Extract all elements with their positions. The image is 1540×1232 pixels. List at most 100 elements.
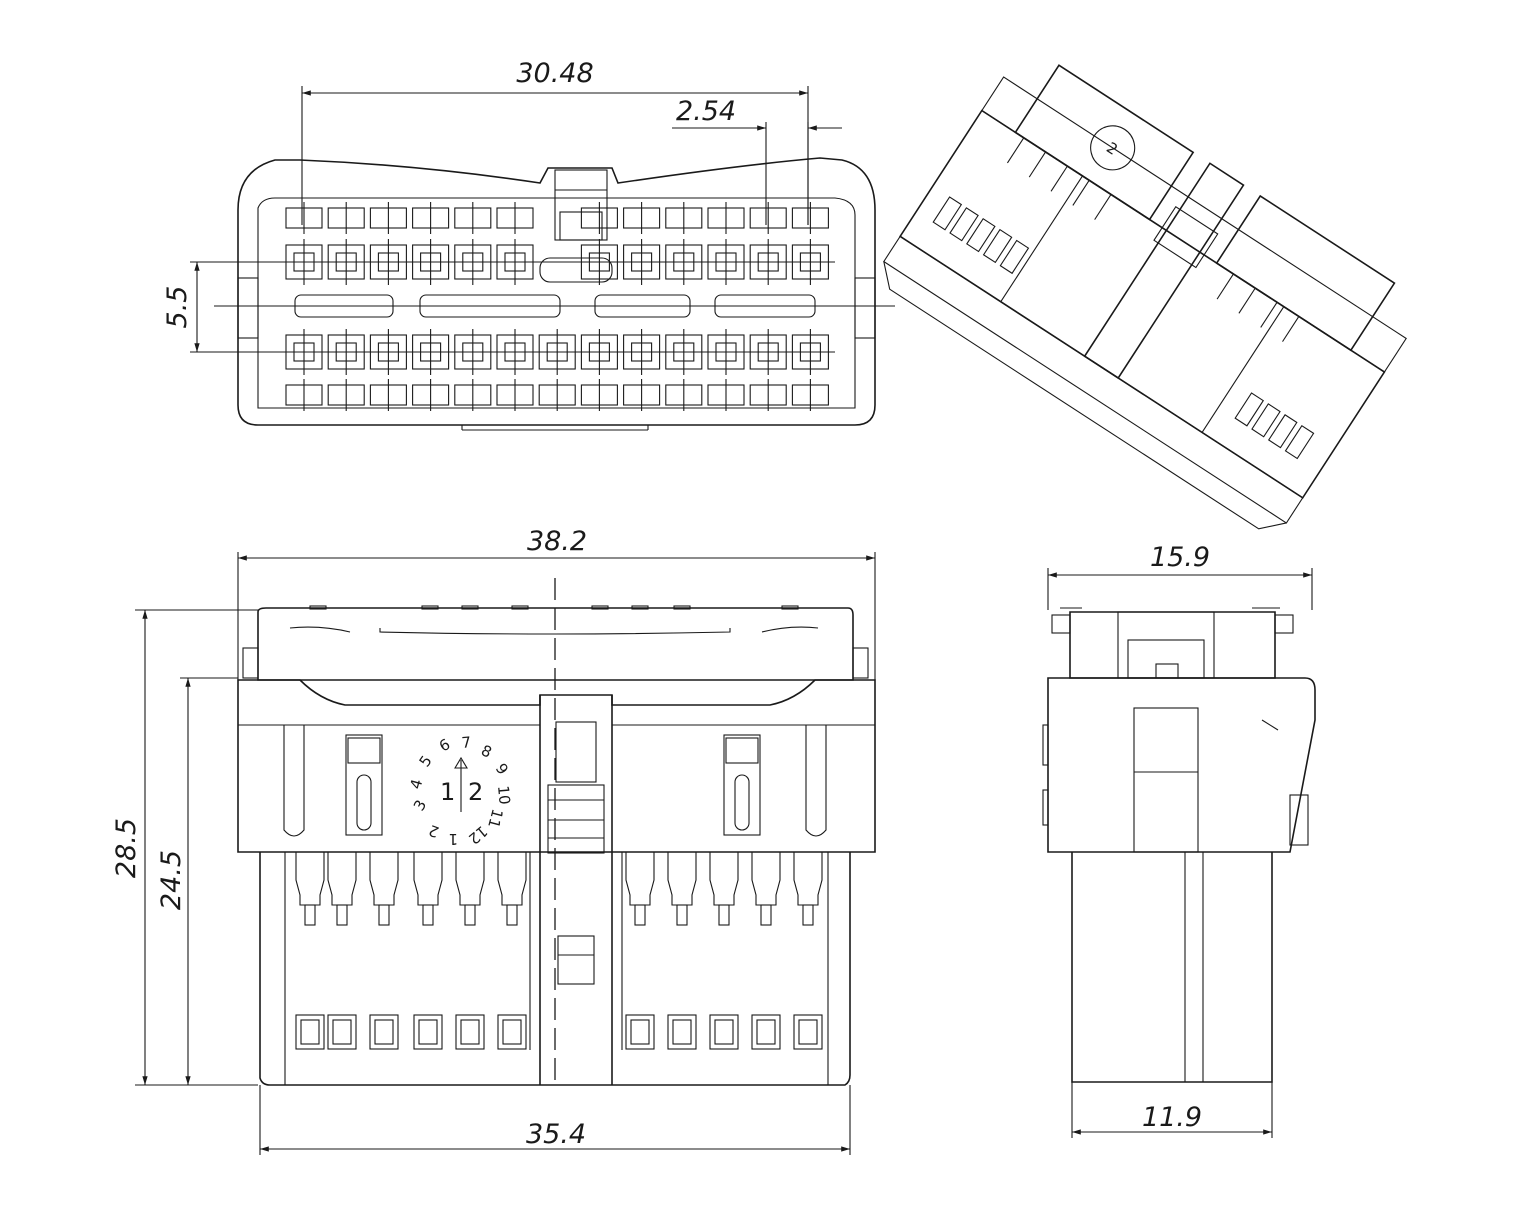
dim-28-5: 28.5 — [111, 609, 258, 1086]
dim-label-30-48: 30.48 — [516, 58, 593, 89]
window-outer — [709, 1014, 739, 1050]
dim-2-54: 2.54 — [672, 96, 842, 225]
terminal — [413, 852, 443, 906]
top-bump — [781, 605, 799, 610]
dim-15-9: 15.9 — [1047, 542, 1313, 610]
top-bump — [511, 605, 529, 610]
iso-slot — [982, 228, 1013, 264]
top-bump — [461, 605, 479, 610]
dim-24-5: 24.5 — [156, 677, 238, 1085]
mark-11: 11 — [484, 807, 506, 830]
position-marking: 3 4 5 6 7 8 9 10 11 12 1 2 1 2 — [406, 733, 513, 848]
terminal-tip — [336, 904, 348, 926]
window-outer — [793, 1014, 823, 1050]
mark-3: 3 — [410, 797, 430, 814]
iso-pin — [1072, 179, 1090, 206]
dim-label-38-2: 38.2 — [527, 526, 587, 557]
iso-slot — [1267, 414, 1298, 449]
top-bump — [631, 605, 649, 610]
dim-label-5-5: 5.5 — [162, 286, 193, 329]
iso-pin — [1028, 151, 1047, 178]
terminal — [625, 852, 655, 906]
iso-pin — [1094, 194, 1112, 220]
terminal-tip — [422, 904, 434, 926]
window-outer — [369, 1014, 399, 1050]
window-outer — [455, 1014, 485, 1050]
iso-slot — [932, 196, 963, 231]
isometric-view: 2 — [883, 64, 1407, 530]
terminal-tip — [718, 904, 730, 926]
terminal — [369, 852, 399, 906]
dim-35-4: 35.4 — [259, 1085, 851, 1155]
window-inner — [630, 1019, 650, 1045]
terminal — [497, 852, 527, 906]
iso-slot — [949, 207, 979, 242]
iso-pin — [1282, 316, 1300, 342]
iso-slot — [1251, 403, 1281, 438]
iso-pin — [1238, 287, 1256, 314]
mark-7: 7 — [461, 733, 472, 752]
mark-10: 10 — [494, 785, 514, 806]
terminal — [295, 852, 325, 906]
terminal-tip — [506, 904, 518, 926]
dim-label-35-4: 35.4 — [526, 1119, 586, 1150]
terminal — [327, 852, 357, 906]
iso-slot — [1234, 392, 1265, 427]
end-view — [1042, 607, 1316, 1083]
top-bump — [591, 605, 609, 610]
mark-8: 8 — [478, 741, 494, 761]
window-outer — [667, 1014, 697, 1050]
window-outer — [413, 1014, 443, 1050]
front-cavity-grid — [282, 202, 835, 411]
window-outer — [327, 1014, 357, 1050]
dim-11-9: 11.9 — [1071, 1082, 1273, 1138]
terminal — [793, 852, 823, 906]
mark-2b: 2 — [426, 821, 441, 841]
mark-4: 4 — [406, 777, 426, 791]
window-inner — [502, 1019, 522, 1045]
window-inner — [418, 1019, 438, 1045]
window-inner — [460, 1019, 480, 1045]
terminal — [455, 852, 485, 906]
terminal-tip — [304, 904, 316, 926]
dim-label-15-9: 15.9 — [1150, 542, 1210, 573]
front-view — [214, 157, 895, 431]
window-inner — [756, 1019, 776, 1045]
terminal-tip — [760, 904, 772, 926]
top-bump — [309, 605, 327, 610]
dim-label-24-5: 24.5 — [156, 850, 187, 910]
terminal-tip — [378, 904, 390, 926]
side-view: 3 4 5 6 7 8 9 10 11 12 1 2 1 2 — [237, 578, 876, 1086]
window-inner — [300, 1019, 320, 1045]
mark-1b: 1 — [448, 830, 458, 848]
iso-slot — [999, 239, 1030, 275]
iso-pin — [1260, 301, 1278, 328]
mark-center-1: 1 — [440, 778, 455, 806]
top-bump — [673, 605, 691, 610]
iso-slot — [1284, 424, 1315, 460]
mark-9: 9 — [492, 760, 512, 778]
iso-pin — [1050, 165, 1068, 192]
dim-38-2: 38.2 — [237, 526, 876, 680]
dim-label-2-54: 2.54 — [676, 96, 736, 127]
dim-label-11-9: 11.9 — [1142, 1102, 1202, 1133]
iso-pin — [1006, 137, 1025, 164]
mark-6: 6 — [436, 735, 453, 755]
mark-5: 5 — [416, 752, 436, 770]
terminal-tip — [464, 904, 476, 926]
terminal — [709, 852, 739, 906]
top-bump — [421, 605, 439, 610]
window-inner — [714, 1019, 734, 1045]
window-inner — [374, 1019, 394, 1045]
terminal-tip — [634, 904, 646, 926]
terminal — [751, 852, 781, 906]
window-inner — [672, 1019, 692, 1045]
terminal — [667, 852, 697, 906]
dim-5-5: 5.5 — [162, 261, 300, 353]
iso-marking: 2 — [1103, 139, 1121, 159]
window-outer — [497, 1014, 527, 1050]
window-inner — [798, 1019, 818, 1045]
window-inner — [332, 1019, 352, 1045]
dim-label-28-5: 28.5 — [111, 818, 142, 878]
